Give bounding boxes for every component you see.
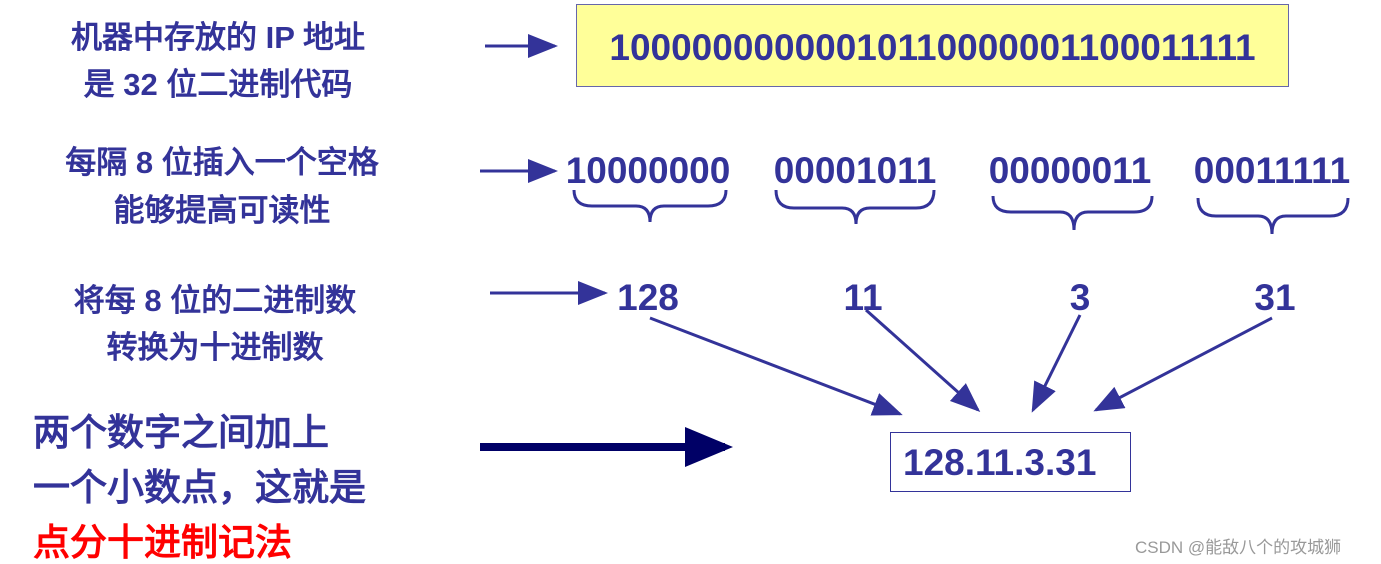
row4-label-line1: 两个数字之间加上 bbox=[33, 412, 329, 453]
arrow-3 bbox=[1031, 314, 1082, 413]
row3-label-line1: 将每 8 位的二进制数 bbox=[73, 283, 357, 318]
row4-label-line2: 一个小数点，这就是 bbox=[33, 467, 366, 508]
octet-1: 10000000 bbox=[565, 150, 731, 191]
result-box: 128.11.3.31 bbox=[890, 432, 1131, 492]
row1-label-line2: 是 32 位二进制代码 bbox=[83, 67, 353, 102]
octet-3: 00000011 bbox=[988, 150, 1152, 191]
row4-label-highlight: 点分十进制记法 bbox=[33, 522, 292, 563]
watermark: CSDN @能敌八个的攻城狮 bbox=[1135, 538, 1342, 557]
octet-4: 00011111 bbox=[1193, 150, 1351, 191]
row1-label-line1: 机器中存放的 IP 地址 bbox=[71, 20, 365, 55]
octet-2: 00001011 bbox=[773, 150, 937, 191]
dotted-decimal-result: 128.11.3.31 bbox=[903, 442, 1097, 483]
binary-address-box: 10000000000010110000001100011111 bbox=[576, 4, 1289, 87]
brace-1 bbox=[572, 189, 728, 223]
row2-label-line1: 每隔 8 位插入一个空格 bbox=[65, 145, 379, 180]
brace-3 bbox=[991, 195, 1154, 231]
arrow-128 bbox=[649, 316, 903, 416]
row3-label-line2: 转换为十进制数 bbox=[106, 330, 324, 365]
binary-address: 10000000000010110000001100011111 bbox=[609, 27, 1256, 68]
brace-4 bbox=[1196, 197, 1350, 235]
decimal-1: 128 bbox=[617, 277, 679, 318]
brace-2 bbox=[774, 189, 936, 225]
decimal-4: 31 bbox=[1254, 277, 1296, 318]
arrow-31 bbox=[1093, 316, 1273, 412]
row2-label-line2: 能够提高可读性 bbox=[113, 193, 331, 228]
decimal-3: 3 bbox=[1069, 277, 1091, 318]
decimal-2: 11 bbox=[843, 277, 883, 318]
arrow-11 bbox=[865, 308, 981, 412]
